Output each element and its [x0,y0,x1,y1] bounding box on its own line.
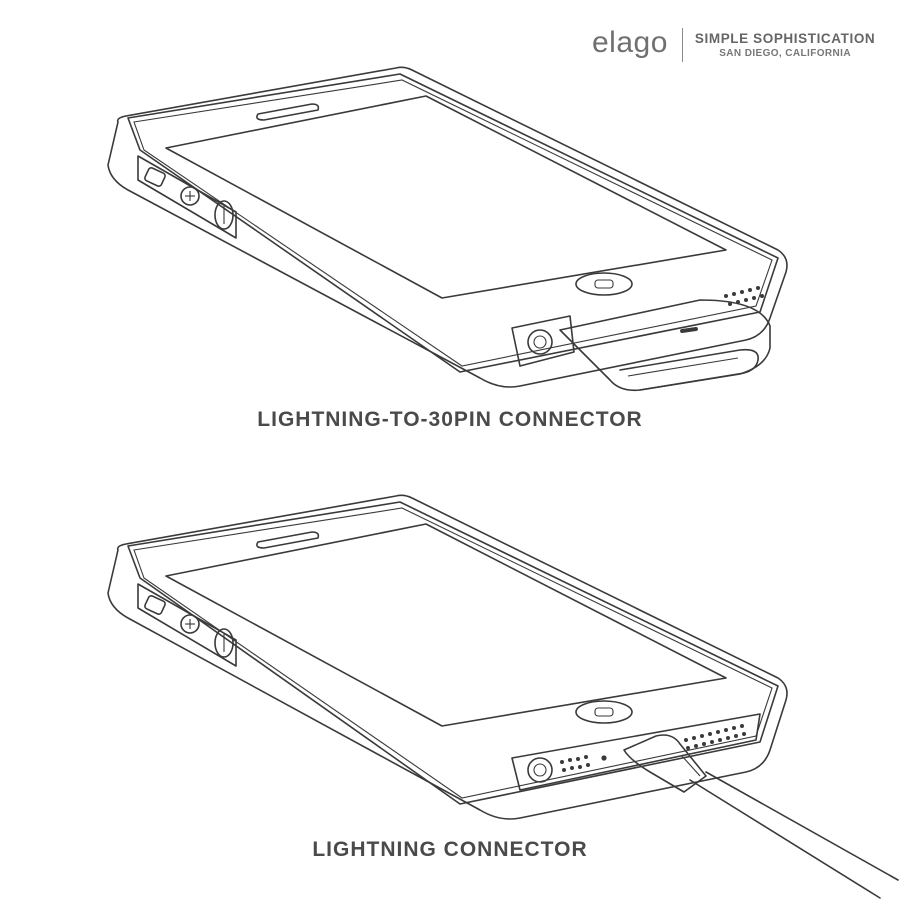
phone-case-drawing [107,494,899,899]
phone-lightning-cable-icon [107,494,899,899]
phone-30pin-adapter-icon [107,66,788,392]
brand-location: SAN DIEGO, CALIFORNIA [719,47,851,59]
brand-header: elago SIMPLE SOPHISTICATION SAN DIEGO, C… [592,28,875,62]
brand-text: SIMPLE SOPHISTICATION SAN DIEGO, CALIFOR… [695,31,875,60]
phone-case-drawing [107,66,788,392]
brand-tagline: SIMPLE SOPHISTICATION [694,30,876,46]
elago-logo: elago [592,26,668,59]
lightning-illustration [0,450,900,900]
caption-30pin: LIGHTNING-TO-30PIN CONNECTOR [257,408,643,431]
caption-lightning: LIGHTNING CONNECTOR [312,838,588,861]
adapter-illustration [107,66,788,392]
brand-divider [681,28,683,62]
